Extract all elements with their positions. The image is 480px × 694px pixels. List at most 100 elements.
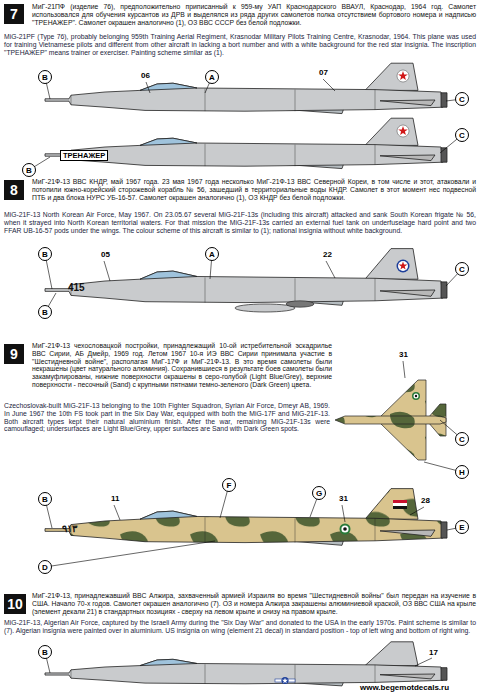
callout-letter-text: D — [42, 563, 48, 572]
callout-letter-text: B — [42, 648, 48, 657]
callout-number: 11 — [110, 494, 120, 503]
callout-letter: A — [205, 247, 219, 261]
us-insignia — [282, 678, 288, 683]
roundel — [340, 524, 351, 535]
callout-letter: B — [38, 247, 52, 261]
section-number: 8 — [4, 180, 24, 200]
callout-letter: C — [455, 432, 469, 446]
callout-letter-text: G — [316, 489, 322, 498]
callout-letter: B — [38, 70, 52, 84]
callout-letter: H — [455, 465, 469, 479]
note-russian: МиГ-21Ф-13, принадлежавший ВВС Алжира, з… — [32, 592, 476, 615]
aircraft-profile — [45, 642, 447, 686]
roundel — [414, 394, 419, 399]
section-number-text: 7 — [10, 6, 18, 22]
note-russian: МиГ-21ПФ (изделие 76), предположительно … — [32, 3, 476, 26]
callout-letter-text: A — [209, 250, 215, 259]
callout-letter: D — [38, 560, 52, 574]
callout-letter-text: B — [42, 73, 48, 82]
red-star — [399, 262, 408, 270]
section-number: 9 — [4, 344, 24, 364]
leader-line — [415, 658, 432, 666]
roundel — [341, 525, 348, 532]
callout-letter-text: F — [227, 481, 232, 490]
callout-letter: F — [222, 478, 236, 492]
callout-letter-text: B — [42, 308, 48, 317]
note-english: MiG-21PF (Type 76), probably belonging 9… — [4, 33, 476, 56]
leader-line — [403, 361, 405, 378]
callout-letter-text: C — [459, 265, 465, 274]
bort-number: 415 — [68, 282, 85, 293]
fin-flash — [393, 500, 407, 503]
callout-letter: B — [22, 163, 36, 177]
insignia-ground — [397, 125, 409, 137]
rocket-pod — [286, 301, 314, 307]
leader-line — [342, 505, 345, 522]
note-english: MiG-21F-13 North Korean Air Force, May 1… — [4, 211, 476, 234]
callout-number: 31 — [338, 494, 349, 503]
insignia-ground — [398, 261, 408, 271]
us-insignia — [281, 677, 288, 684]
callout-number: 06 — [140, 71, 151, 80]
red-star — [398, 71, 408, 80]
drop-tank — [235, 304, 295, 312]
section-number-text: 8 — [10, 182, 18, 198]
callout-letter: B — [38, 645, 52, 659]
callout-letter: B — [38, 492, 52, 506]
insignia-ground — [397, 70, 409, 82]
callout-number: 22 — [322, 250, 333, 259]
aircraft-inscription: ТРЕНАЖЕР — [60, 150, 108, 161]
leader-line — [104, 261, 110, 281]
fin-flash — [393, 503, 407, 506]
callout-number: 05 — [100, 250, 111, 259]
aircraft-profile — [45, 489, 447, 546]
leader-line — [114, 505, 120, 520]
website: www.begemotdecals.ru — [360, 683, 449, 692]
callout-letter-text: A — [209, 73, 215, 82]
leader-line — [45, 541, 215, 567]
callout-letter-text: B — [26, 166, 32, 175]
callout-letter-text: E — [459, 523, 464, 532]
callout-letter: E — [455, 520, 469, 534]
leader-lines — [29, 77, 462, 673]
aircraft-planform — [335, 380, 446, 460]
callout-number: 07 — [318, 68, 329, 77]
red-star — [398, 126, 408, 135]
bort-number: ٩١٣ — [62, 523, 77, 534]
leader-line — [410, 507, 424, 515]
callout-letter: C — [455, 128, 469, 142]
callout-letter-text: C — [459, 95, 465, 104]
leader-line — [323, 79, 335, 91]
callout-letter: A — [205, 70, 219, 84]
roundel — [415, 395, 417, 397]
callout-letter-text: C — [459, 131, 465, 140]
section-number: 10 — [4, 594, 26, 614]
callout-letter-text: H — [459, 468, 465, 477]
fin-flash — [393, 506, 407, 509]
leader-line — [326, 261, 335, 278]
callout-letter: C — [455, 262, 469, 276]
callout-letter: G — [312, 486, 326, 500]
callout-letter-text: B — [42, 250, 48, 259]
callout-letter-text: B — [42, 495, 48, 504]
note-russian: МиГ-21Ф-13 чехословацкой постройки, прин… — [32, 342, 332, 389]
aircraft-profile — [45, 118, 447, 168]
callout-number: 31 — [398, 350, 409, 359]
callout-letter: C — [455, 92, 469, 106]
note-english: Czechoslovak-built MiG-21F-13 belonging … — [4, 402, 330, 433]
insignia-ring — [397, 260, 410, 273]
section-number-text: 10 — [7, 596, 23, 612]
leader-line — [146, 82, 150, 93]
roundel — [343, 527, 347, 531]
roundel — [412, 392, 420, 400]
note-russian: МиГ-21Ф-13 ВВС КНДР, май 1967 года. 23 м… — [32, 178, 476, 201]
callout-letter-text: C — [459, 435, 465, 444]
aircraft-profile — [45, 63, 447, 113]
callout-number: 17 — [428, 648, 439, 657]
callout-number: 28 — [420, 496, 431, 505]
callout-letter: B — [38, 305, 52, 319]
note-english: MiG-21F-13, Algerian Air Force, captured… — [4, 619, 476, 635]
section-number-text: 9 — [10, 346, 18, 362]
section-number: 7 — [4, 4, 24, 24]
